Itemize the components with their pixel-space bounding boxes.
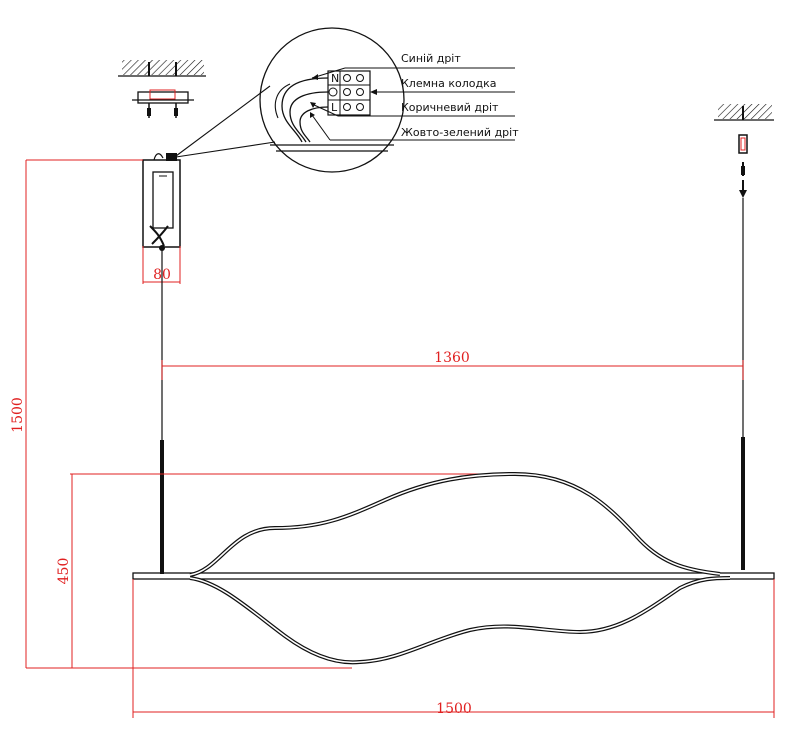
terminal-block-label: Клемна колодка — [401, 77, 496, 90]
drop-height-label: 1500 — [10, 397, 26, 433]
drop-height-dimension: 1500 — [10, 159, 352, 669]
left-ceiling-mount — [118, 60, 206, 118]
svg-text:L: L — [331, 101, 338, 114]
wiring-callout: N L Синій дріт Клемна колодка Коричневий… — [175, 27, 519, 173]
blue-wire-label: Синій дріт — [401, 52, 461, 65]
brown-wire-label: Коричневий дріт — [401, 101, 499, 114]
left-mount-plate — [137, 91, 189, 104]
junction-box — [142, 153, 181, 251]
luminaire-body — [132, 471, 775, 665]
body-height-dimension: 450 — [56, 473, 515, 668]
span-dimension: 1360 — [161, 350, 744, 380]
terminal-block-icon — [327, 70, 371, 116]
ground-wire-label: Жовто-зелений дріт — [401, 126, 519, 139]
body-height-label: 450 — [56, 558, 72, 585]
right-ceiling-mount — [714, 104, 774, 198]
right-ceiling-hatch — [718, 104, 772, 119]
left-ceiling-hatch — [122, 60, 204, 75]
body-length-label: 1500 — [436, 701, 472, 717]
svg-text:N: N — [331, 72, 339, 85]
body-length-dimension: 1500 — [132, 579, 775, 718]
callout-circle — [259, 27, 405, 173]
span-label: 1360 — [434, 350, 470, 366]
suspension-cables — [160, 198, 745, 574]
